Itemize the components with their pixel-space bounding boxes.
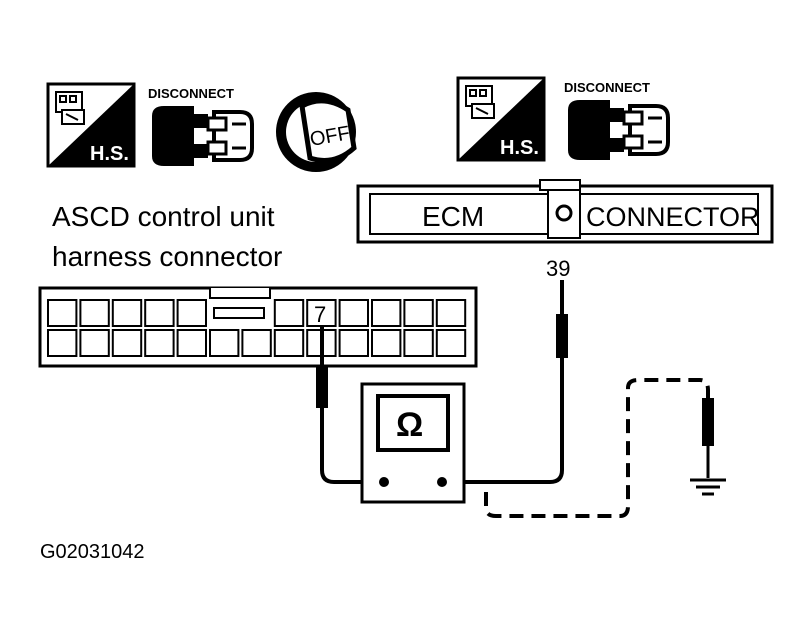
meter-terminal-right (437, 477, 447, 487)
hs-label: H.S. (500, 137, 539, 159)
disconnect-connector-icon: DISCONNECT (148, 86, 254, 166)
probe-wire-left (320, 406, 382, 484)
ascd-harness-connector (38, 286, 478, 368)
ohmmeter: Ω (360, 382, 466, 504)
figure-id: G02031042 (40, 541, 145, 563)
connector-cell (241, 329, 272, 357)
connector-cell (209, 329, 240, 357)
connector-cell (79, 299, 110, 327)
ascd-connector-label-line1: ASCD control unit (52, 201, 275, 232)
connector-latch-slot (213, 307, 265, 319)
harness-connector-hs-icon: H.S. (46, 82, 136, 168)
connector-cell (111, 299, 143, 327)
ecm-connector-dot-icon (555, 204, 573, 222)
connector-cell (111, 329, 143, 357)
meter-terminal-left (379, 477, 389, 487)
disconnect-connector-icon: DISCONNECT (564, 80, 670, 160)
connector-cell (176, 299, 208, 327)
connector-cell (144, 299, 175, 327)
connector-cell (47, 299, 78, 327)
connector-cell (371, 329, 402, 357)
disconnect-label: DISCONNECT (148, 86, 234, 101)
disconnect-label: DISCONNECT (564, 80, 650, 95)
probe-ascd-pin (316, 326, 328, 408)
ground-symbol-icon (690, 478, 726, 496)
connector-cell (47, 329, 78, 357)
ground-wire-dashed (484, 378, 710, 518)
ecm-connector: ECM CONNECTOR (356, 179, 774, 244)
connector-label: CONNECTOR (586, 202, 760, 232)
connector-cell (144, 329, 175, 357)
connector-cell (371, 299, 402, 327)
connector-cell (79, 329, 110, 357)
probe-ground (702, 398, 714, 478)
ecm-label: ECM (422, 201, 484, 232)
probe-wire-right (442, 356, 564, 484)
probe-ecm-pin (556, 280, 568, 358)
connector-cell (176, 329, 208, 357)
connector-cell (306, 299, 337, 327)
ignition-key-off-icon: OFF (276, 92, 357, 172)
connector-cell (403, 329, 434, 357)
ecm-pin-number: 39 (546, 256, 570, 281)
connector-cell (273, 299, 305, 327)
connector-cell (403, 299, 434, 327)
connector-cell (435, 329, 467, 357)
ascd-connector-label-line2: harness connector (52, 241, 282, 272)
harness-connector-hs-icon: H.S. (456, 76, 546, 162)
connector-cell (338, 299, 370, 327)
hs-label: H.S. (90, 143, 129, 165)
ascd-pin-number: 7 (314, 302, 326, 327)
connector-cell (338, 329, 370, 357)
connector-cell-grid (47, 299, 467, 357)
ohm-symbol-icon: Ω (396, 406, 423, 444)
connector-cell (435, 299, 467, 327)
connector-cell (273, 329, 305, 357)
